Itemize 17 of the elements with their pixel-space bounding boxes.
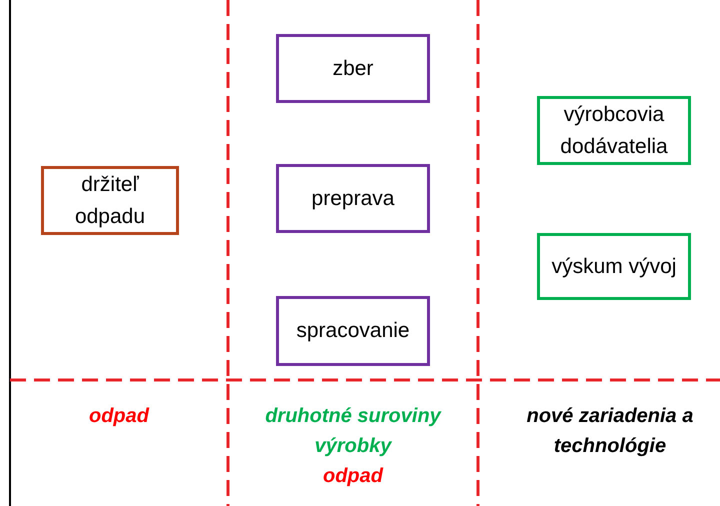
box-label: preprava [312,186,394,212]
process-box [537,96,691,165]
process-box [276,296,430,366]
box-label: výskum vývoj [552,254,676,280]
box-label: výrobcovia dodávatelia [559,102,669,160]
box-label: zber [332,56,374,82]
process-box [276,34,430,103]
process-box [537,233,691,300]
column-caption: druhotné suroviny [265,404,441,429]
process-box [41,166,179,235]
process-box [276,164,430,233]
box-label: držiteľ odpadu [74,172,146,230]
column-caption: odpad [323,464,383,489]
column-caption: nové zariadenia a technológie [526,404,694,459]
column-caption: odpad [89,404,149,429]
column-caption: výrobky [314,434,392,459]
box-label: spracovanie [296,318,410,344]
